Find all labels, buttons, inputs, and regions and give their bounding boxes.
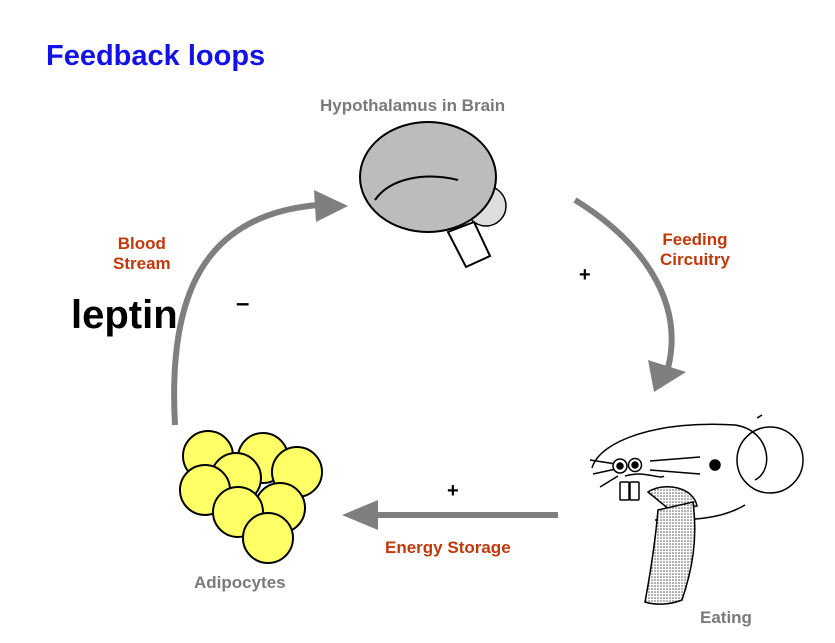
energy-sign: + bbox=[447, 480, 459, 502]
feeding-label-line1: Feeding bbox=[662, 230, 728, 249]
eating-rodent-icon bbox=[589, 414, 804, 605]
energy-storage-arrow bbox=[342, 500, 558, 530]
blood-stream-label: Blood Stream bbox=[113, 234, 171, 274]
adipocytes-label: Adipocytes bbox=[194, 573, 286, 592]
feeding-label-line2: Circuitry bbox=[660, 250, 730, 269]
blood-stream-arrow bbox=[171, 190, 348, 426]
blood-label-line2: Stream bbox=[113, 254, 171, 273]
blood-sign: – bbox=[236, 290, 250, 317]
feeding-sign: + bbox=[579, 264, 591, 286]
feeding-circuitry-label: Feeding Circuitry bbox=[660, 230, 730, 270]
page-title: Feedback loops bbox=[46, 40, 266, 72]
brain-icon bbox=[359, 121, 507, 269]
energy-storage-label: Energy Storage bbox=[385, 538, 511, 557]
adipocytes-icon bbox=[179, 430, 323, 564]
blood-label-line1: Blood bbox=[117, 234, 166, 253]
leptin-label: leptin bbox=[71, 293, 178, 337]
hypothalamus-label: Hypothalamus in Brain bbox=[320, 96, 506, 115]
eating-label: Eating bbox=[700, 608, 752, 627]
feeding-circuitry-arrow bbox=[573, 197, 686, 392]
